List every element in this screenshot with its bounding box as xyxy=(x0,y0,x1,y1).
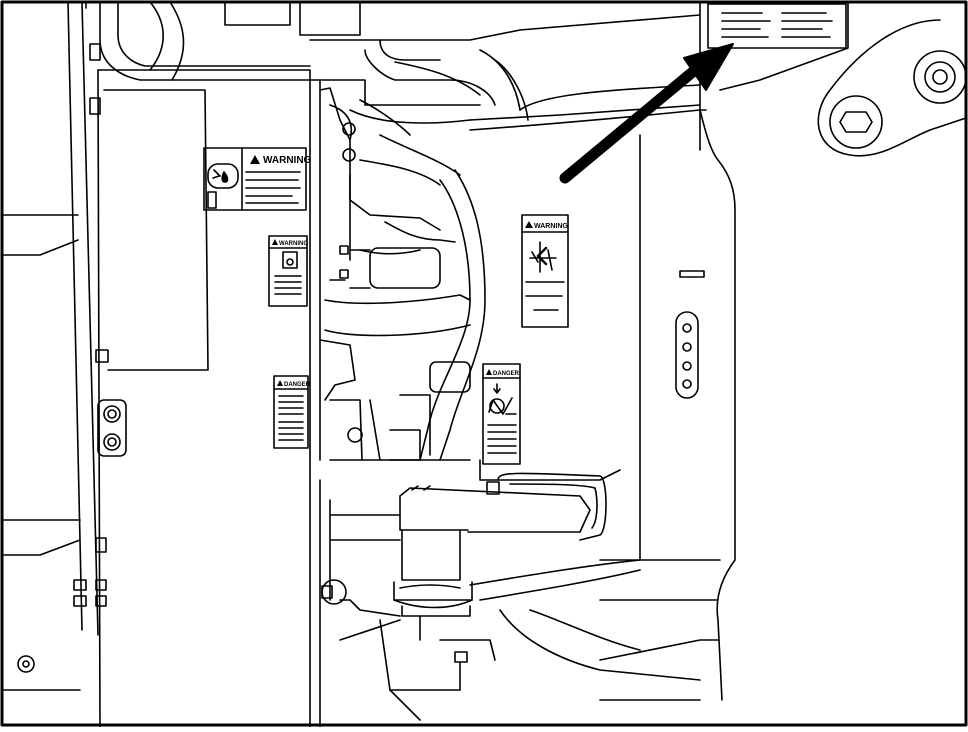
right-body-panel xyxy=(469,109,736,701)
top-right-decal xyxy=(707,3,847,49)
warning-1-label: WARNING xyxy=(263,155,312,166)
callout-arrow xyxy=(559,43,734,184)
left-cabinet xyxy=(97,69,321,728)
danger-decal-1: DANGER xyxy=(273,375,311,449)
danger-2-label: DANGER xyxy=(493,371,520,377)
danger-1-label: DANGER xyxy=(284,382,311,388)
warning-2-label: WARNING xyxy=(279,241,308,247)
top-boom-structure xyxy=(99,1,701,151)
danger-decal-2: DANGER xyxy=(482,363,521,465)
warning-decal-3: WARNING xyxy=(521,214,569,328)
lower-frame xyxy=(319,479,719,728)
central-hoses xyxy=(319,87,486,461)
lower-lever-link xyxy=(393,472,641,641)
warning-decal-2: WARNING xyxy=(268,235,308,307)
left-door-panel xyxy=(3,1,127,691)
warning-decal-1: WARNING xyxy=(203,147,312,211)
right-pivot-arm xyxy=(719,1,967,157)
warning-3-label: WARNING xyxy=(534,223,568,230)
